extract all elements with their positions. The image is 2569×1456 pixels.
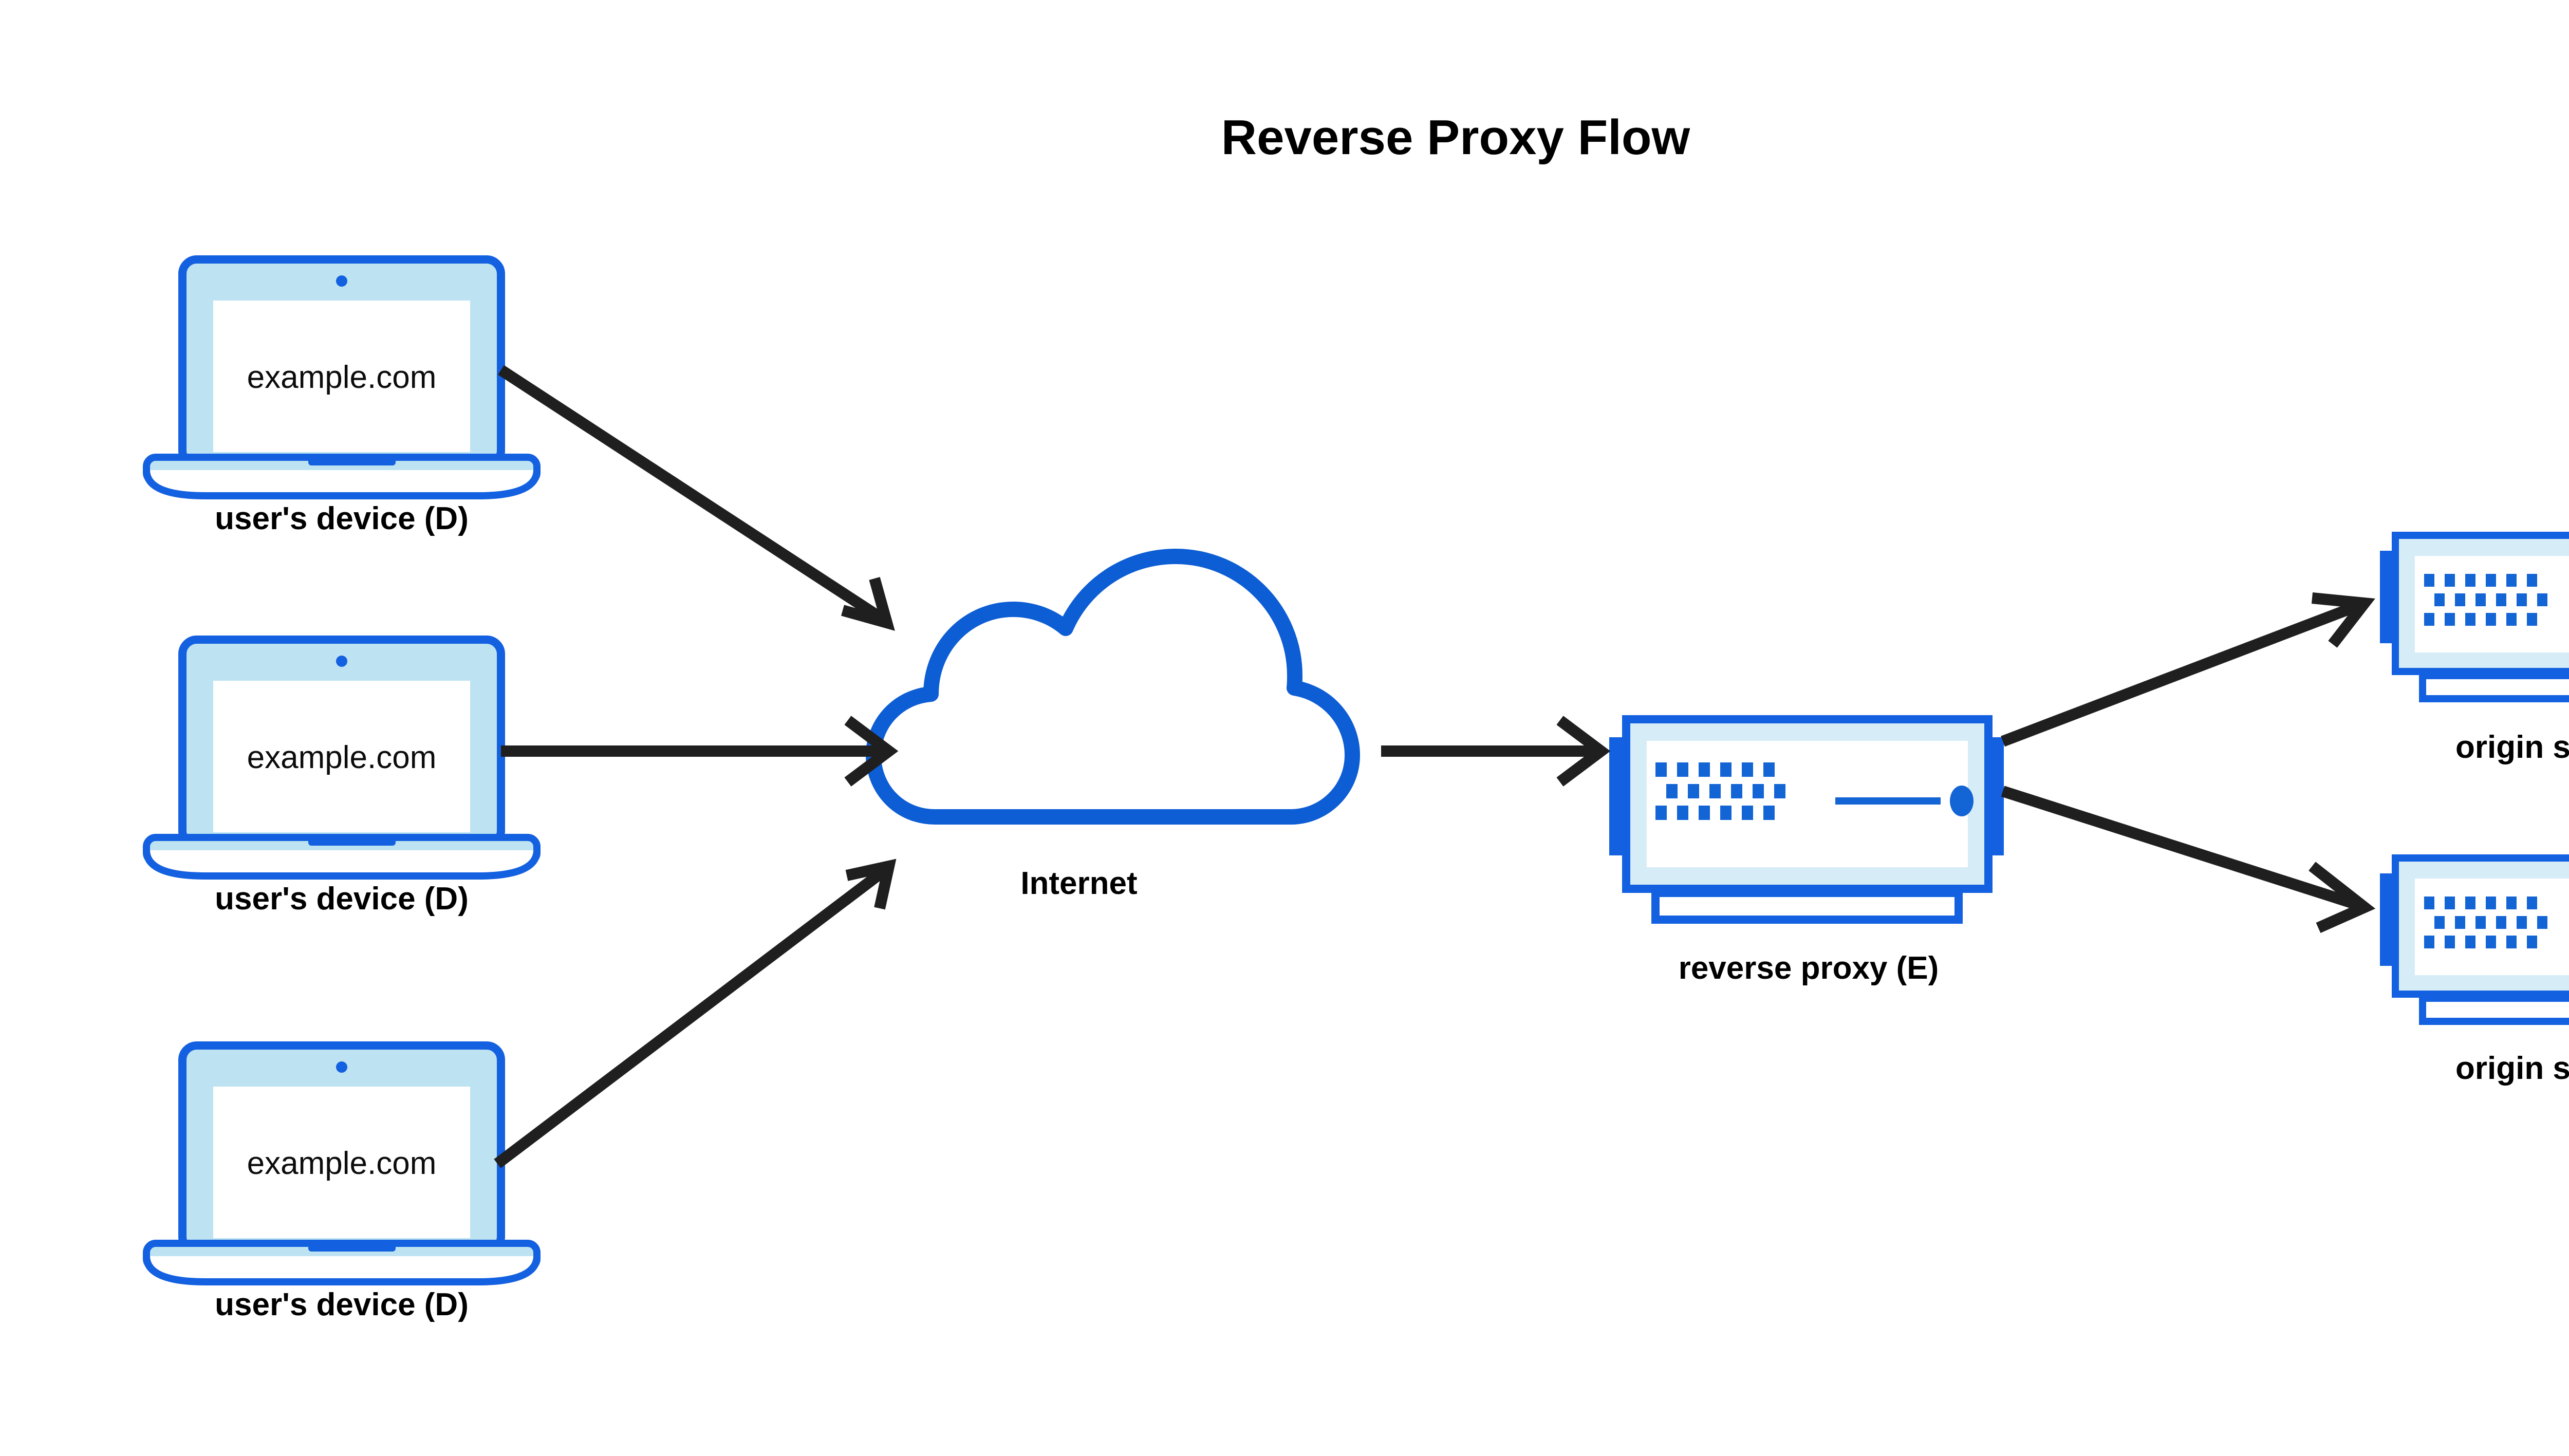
laptop-camera-icon <box>336 1061 347 1073</box>
laptop-base-front <box>143 850 541 880</box>
arrow-device2-to-internet <box>501 716 899 787</box>
server-indicator-light <box>1950 786 1974 816</box>
server-icon <box>2380 532 2569 702</box>
origin-server-1[interactable]: origin server (F) <box>2380 532 2569 765</box>
laptop-trackpad-notch <box>308 836 396 846</box>
user-device-3[interactable]: example.com user's device (D) <box>143 1041 541 1322</box>
server-icon <box>1609 715 2004 924</box>
laptop-screen <box>213 681 470 832</box>
cloud-icon <box>866 549 1360 825</box>
page-title: Reverse Proxy Flow <box>1221 110 1690 165</box>
user-device-1[interactable]: example.com user's device (D) <box>143 255 541 536</box>
arrow-device3-to-internet <box>494 858 897 1168</box>
laptop-base-front <box>143 1256 541 1285</box>
server-vent-grid <box>2424 574 2547 626</box>
server-stand <box>2419 672 2569 702</box>
origin-server-1-label: origin server (F) <box>2455 730 2569 765</box>
origin-server-2-label: origin server (F) <box>2455 1051 2569 1086</box>
origin-server-2[interactable]: origin server (F) <box>2380 854 2569 1086</box>
server-vent-grid <box>2424 897 2547 948</box>
server-status-line <box>1835 797 1941 805</box>
reverse-proxy-label: reverse proxy (E) <box>1679 950 1939 986</box>
user-device-1-label: user's device (D) <box>215 501 469 536</box>
laptop-icon <box>143 636 541 880</box>
server-icon <box>2380 854 2569 1025</box>
user-device-2-label: user's device (D) <box>215 881 469 917</box>
reverse-proxy[interactable]: reverse proxy (E) <box>1609 715 2004 986</box>
laptop-screen <box>213 301 470 452</box>
server-stand <box>1651 889 1963 924</box>
internet-cloud[interactable]: Internet <box>866 549 1360 901</box>
server-stand <box>2419 995 2569 1025</box>
laptop-camera-icon <box>336 656 347 667</box>
laptop-icon <box>143 1041 541 1285</box>
internet-label: Internet <box>1020 866 1137 901</box>
flow-arrows <box>494 365 2376 1168</box>
laptop-trackpad-notch <box>308 456 396 465</box>
server-vent-grid <box>1655 762 1785 820</box>
arrow-device1-to-internet <box>497 365 895 631</box>
laptop-icon <box>143 255 541 499</box>
screen-url-text: example.com <box>247 1146 437 1181</box>
user-device-3-label: user's device (D) <box>215 1287 469 1322</box>
laptop-base-front <box>143 470 541 499</box>
user-device-2[interactable]: example.com user's device (D) <box>143 636 541 917</box>
arrow-proxy-to-origin1 <box>2001 592 2375 747</box>
laptop-camera-icon <box>336 275 347 287</box>
arrow-internet-to-proxy <box>1381 716 1611 787</box>
arrow-proxy-to-origin2 <box>2001 786 2376 934</box>
screen-url-text: example.com <box>247 360 437 395</box>
laptop-screen <box>213 1087 470 1238</box>
laptop-trackpad-notch <box>308 1242 396 1252</box>
screen-url-text: example.com <box>247 740 437 775</box>
